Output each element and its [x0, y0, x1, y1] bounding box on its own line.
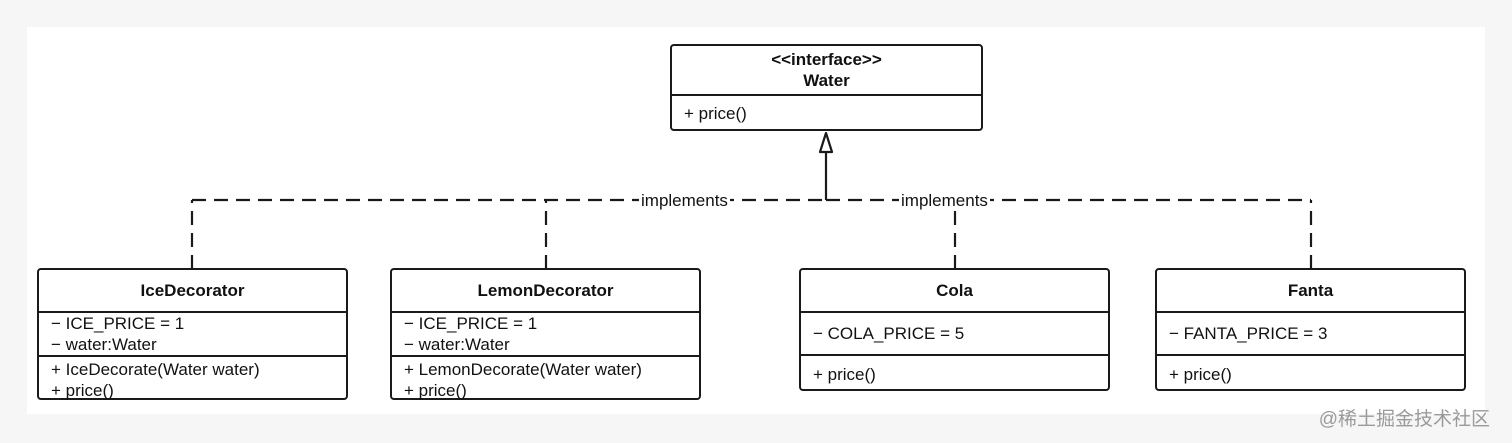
watermark: @稀土掘金技术社区 — [1318, 409, 1490, 430]
method-entry: + IceDecorate(Water water) — [51, 359, 260, 379]
interface-water-box: <<interface>> Water + price() — [670, 44, 983, 131]
class-name: Cola — [936, 281, 973, 300]
method-entry: + LemonDecorate(Water water) — [404, 359, 642, 379]
class-methods: + LemonDecorate(Water water) + price() — [392, 357, 699, 402]
class-attributes: − ICE_PRICE = 1 − water:Water — [39, 313, 346, 357]
method-entry: + price() — [404, 380, 467, 400]
class-name: Fanta — [1287, 281, 1334, 300]
interface-stereotype: <<interface>> — [771, 50, 882, 69]
attribute-entry: − ICE_PRICE = 1 — [404, 314, 538, 333]
implements-label-right: implements — [899, 191, 990, 211]
method-entry: + price() — [51, 380, 114, 400]
interface-methods: + price() — [672, 96, 981, 131]
class-cola-box: Cola − COLA_PRICE = 5 + price() — [799, 268, 1110, 391]
class-name: LemonDecorator — [477, 281, 614, 300]
class-header: LemonDecorator — [392, 270, 699, 313]
method-entry: + price() — [813, 365, 876, 384]
realization-arrowhead — [818, 131, 834, 154]
class-attributes: − ICE_PRICE = 1 − water:Water — [392, 313, 699, 357]
implements-label-left: implements — [639, 191, 730, 211]
interface-header: <<interface>> Water — [672, 46, 981, 96]
attribute-entry: − COLA_PRICE = 5 — [813, 324, 965, 343]
class-lemondecorator-box: LemonDecorator − ICE_PRICE = 1 − water:W… — [390, 268, 701, 400]
class-header: Fanta — [1157, 270, 1464, 313]
method-entry: + price() — [684, 104, 747, 123]
class-attributes: − COLA_PRICE = 5 — [801, 313, 1108, 356]
attribute-entry: − ICE_PRICE = 1 — [51, 314, 185, 333]
interface-name: Water — [803, 71, 850, 90]
class-header: Cola — [801, 270, 1108, 313]
class-attributes: − FANTA_PRICE = 3 — [1157, 313, 1464, 356]
class-methods: + price() — [801, 356, 1108, 393]
class-name: IceDecorator — [140, 281, 245, 300]
attribute-entry: − FANTA_PRICE = 3 — [1169, 324, 1328, 343]
method-entry: + price() — [1169, 365, 1232, 384]
attribute-entry: − water:Water — [404, 335, 510, 354]
attribute-entry: − water:Water — [51, 335, 157, 354]
class-methods: + price() — [1157, 356, 1464, 393]
class-methods: + IceDecorate(Water water) + price() — [39, 357, 346, 402]
class-icedecorator-box: IceDecorator − ICE_PRICE = 1 − water:Wat… — [37, 268, 348, 400]
class-header: IceDecorator — [39, 270, 346, 313]
class-fanta-box: Fanta − FANTA_PRICE = 3 + price() — [1155, 268, 1466, 391]
